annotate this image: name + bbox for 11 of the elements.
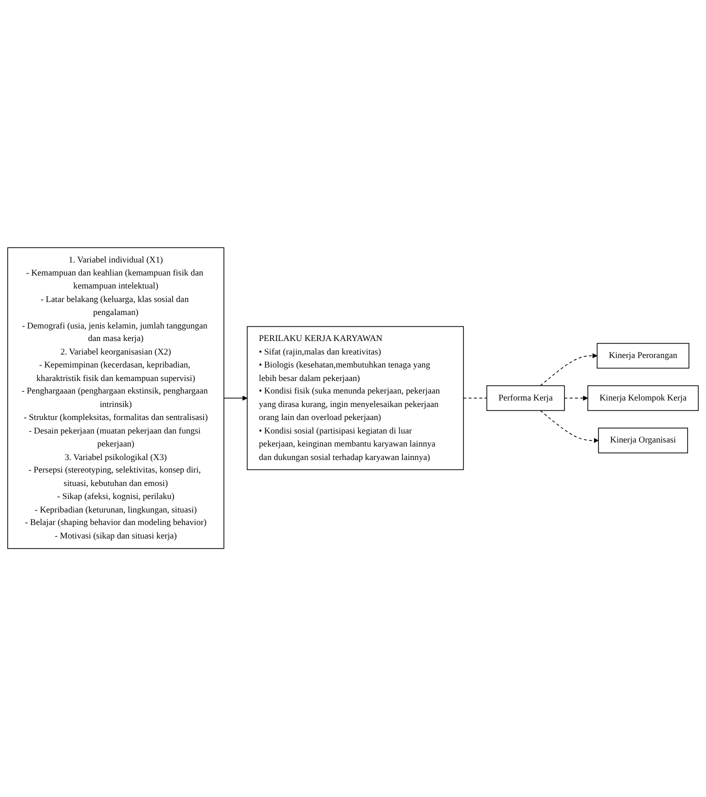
node-box: 1. Variabel individual (X1) - Kemampuan dan keahlian (kemampuan fisik dan kemampuan intelektual) - Latar belakang (keluarga, klas sosial dan pengalaman) - Demografi (usia, jenis kelamin, jumlah tanggungan dan masa kerja) 2. Variabel keorganisasian (X2) - Kepemimpinan (kecerdasan, kepribadian, kharaktristik fisik dan kemampuan supervisi) - Penghargaaan (penghargaan ekstinsik, penghargaan intrinsik) - Struktur (kompleksitas, formalitas dan sentralisasi) - Desain pekerjaan (muatan pekerjaan dan fungsi pekerjaan) 3. Variabel psikologikal (X3) - Persepsi (stereotyping, selektivitas, konsep diri, situasi, kebutuhan dan emosi) - Sikap (afeksi, kognisi, perilaku) - Kepribadian (keturunan, lingkungan, situasi) - Belajar (shaping behavior dan modeling behavior) - Motivasi (sikap dan situasi kerja) xyxy=(7,248,224,550)
node-box: Performa Kerja xyxy=(486,386,565,412)
arrow xyxy=(564,396,588,402)
arrow xyxy=(223,396,248,402)
node-box: Kinerja Perorangan xyxy=(596,343,690,369)
node-box: Kinerja Kelompok Kerja xyxy=(587,386,699,412)
connector xyxy=(463,398,488,399)
arrow xyxy=(540,354,598,386)
node-box: Kinerja Organisasi xyxy=(598,428,688,454)
node-box: PERILAKU KERJA KARYAWAN • Sifat (rajin,malas dan kreativitas) • Biologis (kesehatan,membutuhkan tenaga yang lebih besar dalam pekerjaan) • Kondisi fisik (suka menunda pekerjaan, pekerjaan yang dirasa kurang, ingin menyelesaikan pekerjaan orang lain dan overload pekerjaan) • Kondisi sosial (partisipasi kegiatan di luar pekerjaan, keinginan membantu karyawan lainnya dan dukungan sosial terhadap karyawan lainnya) xyxy=(246,326,464,470)
arrow xyxy=(540,410,599,444)
